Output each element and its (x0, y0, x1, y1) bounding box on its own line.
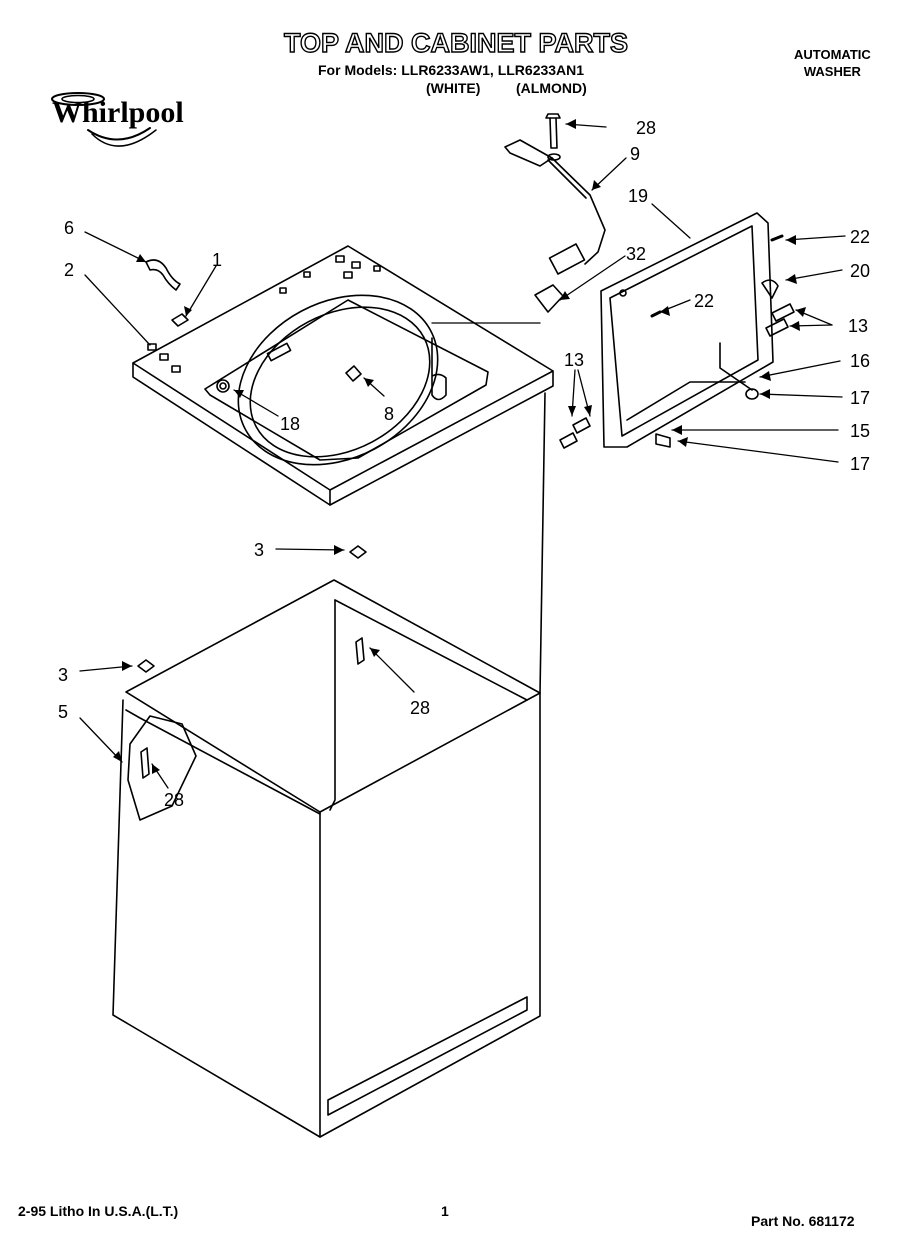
callout-32: 32 (626, 244, 646, 264)
leader-lines (79, 123, 846, 789)
models-line: For Models: LLR6233AW1, LLR6233AN1 (318, 62, 585, 78)
color-white-label: (WHITE) (426, 80, 481, 96)
bumper-17-upper (745, 388, 759, 400)
screw-13-right (765, 303, 795, 337)
callout-28-top: 28 (636, 118, 656, 138)
power-cord-9 (504, 139, 606, 275)
callout-1: 1 (212, 250, 222, 270)
callout-16: 16 (850, 351, 870, 371)
part-20 (761, 279, 779, 299)
leader-arrowheads (113, 119, 806, 774)
clip-3-lower (137, 659, 155, 673)
pad-22-right (770, 234, 784, 242)
callout-9: 9 (630, 144, 640, 164)
callout-2: 2 (64, 260, 74, 280)
callout-3-lower: 3 (58, 665, 68, 685)
bracket-32 (534, 284, 564, 313)
cabinet-5 (112, 392, 546, 1138)
whirlpool-logo: Whirlpool (52, 96, 184, 129)
callout-28-cabinet: 28 (410, 698, 430, 718)
footer-litho: 2-95 Litho In U.S.A.(L.T.) (18, 1203, 179, 1219)
clip-3-upper (349, 545, 367, 559)
screw-13-left (559, 417, 591, 449)
bumper-17-lower (655, 433, 671, 448)
clip-1 (171, 313, 189, 327)
product-type: AUTOMATIC WASHER (794, 46, 871, 80)
callout-3-upper: 3 (254, 540, 264, 560)
clip-6 (145, 259, 181, 291)
page-title: TOP AND CABINET PARTS (283, 27, 629, 58)
screw-28-panel (140, 747, 150, 779)
screw-28-top (545, 113, 561, 161)
whirlpool-logo-swirl (51, 92, 157, 147)
pad-22-left (650, 310, 662, 318)
callout-17-lower: 17 (850, 454, 870, 474)
callout-18: 18 (280, 414, 300, 434)
callout-22-right: 22 (850, 227, 870, 247)
callout-numbers: 28 9 19 22 6 1 2 32 20 22 13 16 13 8 18 … (58, 118, 870, 810)
callout-17-upper: 17 (850, 388, 870, 408)
screw-8 (345, 365, 362, 382)
hinge-part-18 (216, 379, 230, 393)
callout-13-right: 13 (848, 316, 868, 336)
callout-6: 6 (64, 218, 74, 238)
callout-22-left: 22 (694, 291, 714, 311)
callout-8: 8 (384, 404, 394, 424)
screw-28-cabinet (355, 637, 365, 665)
callout-5: 5 (58, 702, 68, 722)
callout-15: 15 (850, 421, 870, 441)
color-almond-label: (ALMOND) (516, 80, 587, 96)
callout-13-left: 13 (564, 350, 584, 370)
footer-part-number: Part No. 681172 (751, 1213, 855, 1229)
lid-frame-19 (600, 212, 774, 448)
callout-19: 19 (628, 186, 648, 206)
product-type-line2: WASHER (803, 64, 861, 79)
callout-20: 20 (850, 261, 870, 281)
product-type-line1: AUTOMATIC (794, 47, 871, 62)
footer-page-number: 1 (441, 1203, 449, 1219)
top-panel (132, 245, 554, 506)
callout-28-panel: 28 (164, 790, 184, 810)
